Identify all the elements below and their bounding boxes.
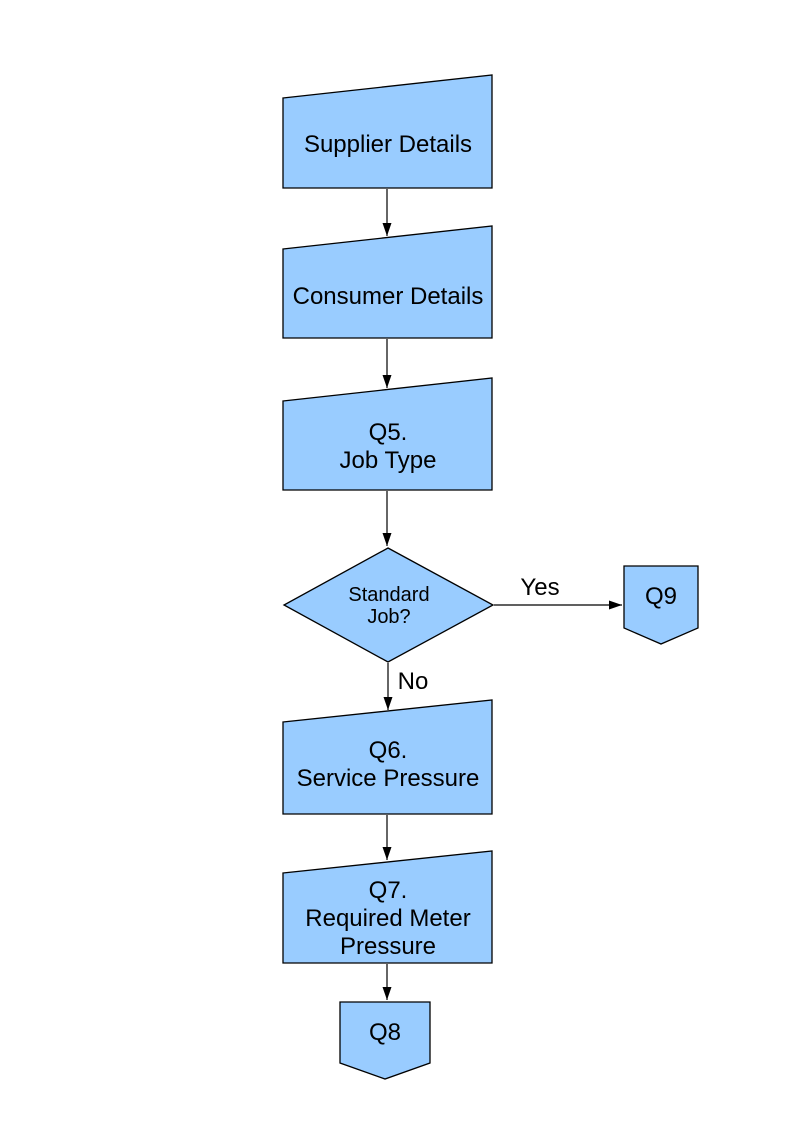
offpage-connector-shape xyxy=(623,565,699,645)
node-q7-label-line1: Q7. xyxy=(369,877,408,904)
node-q6-label-line2: Service Pressure xyxy=(297,765,480,792)
flow-edges xyxy=(382,189,622,1000)
node-q5-job-type: Q5. Job Type xyxy=(282,377,493,491)
edge-label-no: No xyxy=(398,668,429,695)
connector-q9-label: Q9 xyxy=(645,583,677,610)
node-supplier-details: Supplier Details xyxy=(282,74,493,189)
node-q5-label-line2: Job Type xyxy=(340,447,437,474)
offpage-connector-shape xyxy=(339,1001,431,1080)
edge-label-yes: Yes xyxy=(520,574,559,601)
decision-diamond-shape xyxy=(282,547,495,663)
node-supplier-details-label: Supplier Details xyxy=(304,131,472,158)
node-q6-label-line1: Q6. xyxy=(369,737,408,764)
manual-input-shape xyxy=(282,699,493,815)
decision-label-line1: Standard xyxy=(348,584,429,606)
manual-input-shape xyxy=(282,850,493,964)
manual-input-shape xyxy=(282,74,493,189)
node-q7-required-meter-pressure: Q7. Required Meter Pressure xyxy=(282,850,493,964)
manual-input-shape xyxy=(282,225,493,339)
node-q7-label-line2: Required Meter xyxy=(305,905,470,932)
node-q6-service-pressure: Q6. Service Pressure xyxy=(282,699,493,815)
manual-input-shape xyxy=(282,377,493,491)
node-consumer-details-label: Consumer Details xyxy=(293,283,484,310)
decision-label-line2: Job? xyxy=(367,606,410,628)
node-q7-label-line3: Pressure xyxy=(340,933,436,960)
connector-q8-label: Q8 xyxy=(369,1019,401,1046)
connector-q9: Q9 xyxy=(623,565,699,645)
connector-q8: Q8 xyxy=(339,1001,431,1080)
node-consumer-details: Consumer Details xyxy=(282,225,493,339)
node-q5-label-line1: Q5. xyxy=(369,419,408,446)
decision-standard-job: Standard Job? xyxy=(282,547,495,663)
